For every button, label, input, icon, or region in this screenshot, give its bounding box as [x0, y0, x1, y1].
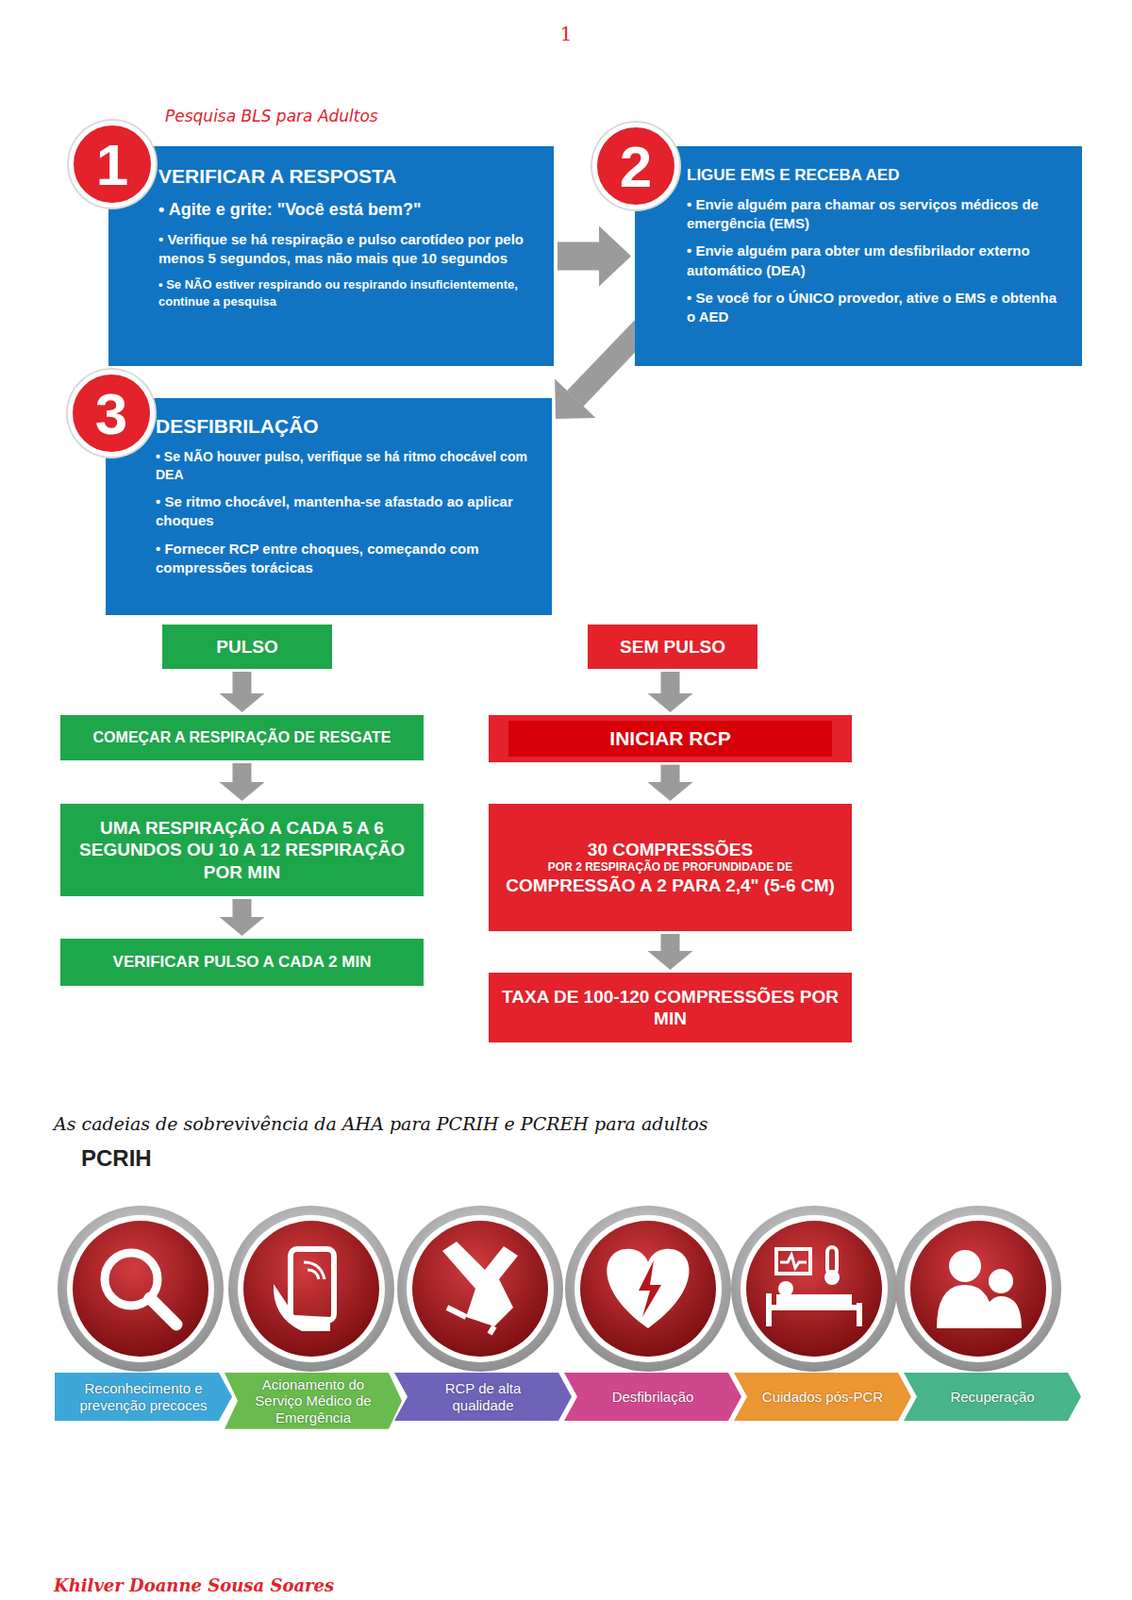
box-text: COMEÇAR A RESPIRAÇÃO DE RESGATE [93, 728, 392, 748]
process-box: TAXA DE 100-120 COMPRESSÕES POR MIN [488, 972, 852, 1043]
box-text: POR 2 RESPIRAÇÃO DE PROFUNDIDADE DE [548, 860, 793, 875]
arrow-head [599, 226, 632, 287]
chevron-fill [903, 1372, 1082, 1421]
chain-band: RCP de alta qualidade [394, 1372, 572, 1421]
bullet-text: • Fornecer RCP entre choques, começando … [155, 539, 535, 579]
arrow-head [648, 693, 694, 713]
arrow-shaft [233, 671, 252, 694]
step-box: VERIFICAR A RESPOSTA • Agite e grite: "Vo… [108, 146, 554, 367]
box-text: INICIAR RCP [508, 720, 833, 757]
box-text: SEM PULSO [619, 635, 726, 658]
box-text: Reconhecimento e prevenção precoces [73, 1380, 214, 1414]
step-number: 2 [592, 122, 680, 210]
process-box: VERIFICAR PULSO A CADA 2 MIN [60, 938, 424, 986]
flow-arrow [648, 671, 694, 713]
arrow-head [219, 693, 266, 713]
box-heading: LIGUE EMS E RECEBA AED [686, 165, 1066, 187]
step-box: LIGUE EMS E RECEBA AED • Envie alguém par… [634, 146, 1083, 367]
box-text: Cuidados pós-PCR [762, 1388, 883, 1405]
chain-band: Desfibrilação [564, 1372, 742, 1421]
arrow-shaft [661, 671, 681, 694]
arrow-shaft [557, 242, 600, 271]
arrow-head [219, 916, 266, 936]
chevron-fill [54, 1372, 233, 1421]
box-text: 30 COMPRESSÕES [587, 838, 753, 861]
flow-arrow [557, 226, 632, 287]
flow-arrow [648, 765, 694, 801]
box-text: COMPRESSÃO A 2 PARA 2,4" (5-6 CM) [505, 874, 835, 897]
arrow-head [219, 782, 266, 801]
box-heading: VERIFICAR A RESPOSTA [158, 163, 537, 190]
chain-band: Cuidados pós-PCR [733, 1372, 912, 1421]
step-number: 1 [68, 120, 156, 208]
process-box: 30 COMPRESSÕESPOR 2 RESPIRAÇÃO DE PROFUN… [488, 803, 852, 932]
callout-number: 1 [96, 131, 129, 199]
status-box: PULSO [162, 624, 333, 669]
bullet-text: • Envie alguém para chamar os serviços m… [686, 195, 1066, 234]
flow-arrow [219, 763, 266, 801]
bullet-text: • Verifique se há respiração e pulso car… [158, 230, 537, 269]
bullet-text: • Se ritmo chocável, mantenha-se afastad… [155, 492, 535, 532]
chain-title: PCRIH [81, 1145, 270, 1172]
arrow-head [554, 379, 596, 419]
chevron-fill [224, 1372, 402, 1430]
bullet-text: • Envie alguém para obter um desfibrilad… [686, 241, 1066, 281]
arrow-shaft [233, 898, 252, 917]
page-title: Pesquisa BLS para Adultos [165, 106, 543, 126]
recovery-icon [895, 1205, 1062, 1372]
arrow-shaft [661, 765, 681, 783]
box-text: PULSO [216, 635, 278, 658]
arrow-shaft [661, 933, 681, 951]
box-text: Desfibrilação [612, 1388, 695, 1405]
arrow-shaft [233, 763, 252, 783]
step-number: 3 [67, 369, 155, 457]
flow-arrow [554, 328, 643, 419]
chevron-fill [394, 1372, 572, 1421]
flow-arrow [648, 933, 694, 970]
chain-band: Recuperação [903, 1372, 1082, 1421]
post-care-icon [731, 1205, 898, 1372]
process-box: COMEÇAR A RESPIRAÇÃO DE RESGATE [60, 715, 424, 761]
phone-icon [228, 1205, 395, 1372]
callout-number: 2 [619, 133, 652, 200]
chain-band: Reconhecimento e prevenção precoces [54, 1372, 233, 1421]
box-heading: DESFIBRILAÇÃO [155, 413, 535, 440]
arrow-shaft [575, 328, 643, 399]
bullet-text: • Agite e grite: "Você está bem?" [158, 198, 537, 221]
search-icon [57, 1205, 224, 1372]
page-number: 1 [509, 22, 623, 46]
bullet-text: • Se NÃO houver pulso, verifique se há r… [155, 448, 535, 484]
process-box: INICIAR RCP [488, 715, 852, 763]
cpr-hands-icon [397, 1205, 564, 1372]
aed-heart-icon [565, 1205, 732, 1372]
box-text: Recuperação [949, 1388, 1034, 1405]
step-box: DESFIBRILAÇÃO • Se NÃO houver pulso, veri… [105, 398, 552, 616]
box-text: RCP de alta qualidade [413, 1380, 553, 1414]
author-signature: Khilver Doanne Sousa Soares [53, 1575, 432, 1596]
chevron-fill [564, 1372, 742, 1421]
box-text: Acionamento do Serviço Médico de Emergên… [243, 1376, 383, 1426]
process-box: UMA RESPIRAÇÃO A CADA 5 A 6 SEGUNDOS OU … [60, 803, 424, 897]
chain-icons [57, 1205, 1062, 1372]
callout-number: 3 [95, 380, 128, 448]
flow-arrow [219, 898, 266, 936]
box-text: UMA RESPIRAÇÃO A CADA 5 A 6 SEGUNDOS OU … [73, 816, 411, 883]
box-text: TAXA DE 100-120 COMPRESSÕES POR MIN [501, 985, 839, 1030]
section-heading: As cadeias de sobrevivência da AHA para … [53, 1113, 998, 1134]
status-box: SEM PULSO [587, 624, 758, 669]
flow-arrow [219, 671, 266, 713]
bullet-text: • Se NÃO estiver respirando ou respirand… [158, 276, 537, 310]
chevron-fill [733, 1372, 912, 1421]
chain-band: Acionamento do Serviço Médico de Emergên… [224, 1372, 402, 1430]
arrow-head [648, 782, 694, 801]
bullet-text: • Se você for o ÚNICO provedor, ative o … [686, 288, 1066, 328]
arrow-head [648, 950, 694, 970]
box-text: VERIFICAR PULSO A CADA 2 MIN [113, 952, 372, 973]
